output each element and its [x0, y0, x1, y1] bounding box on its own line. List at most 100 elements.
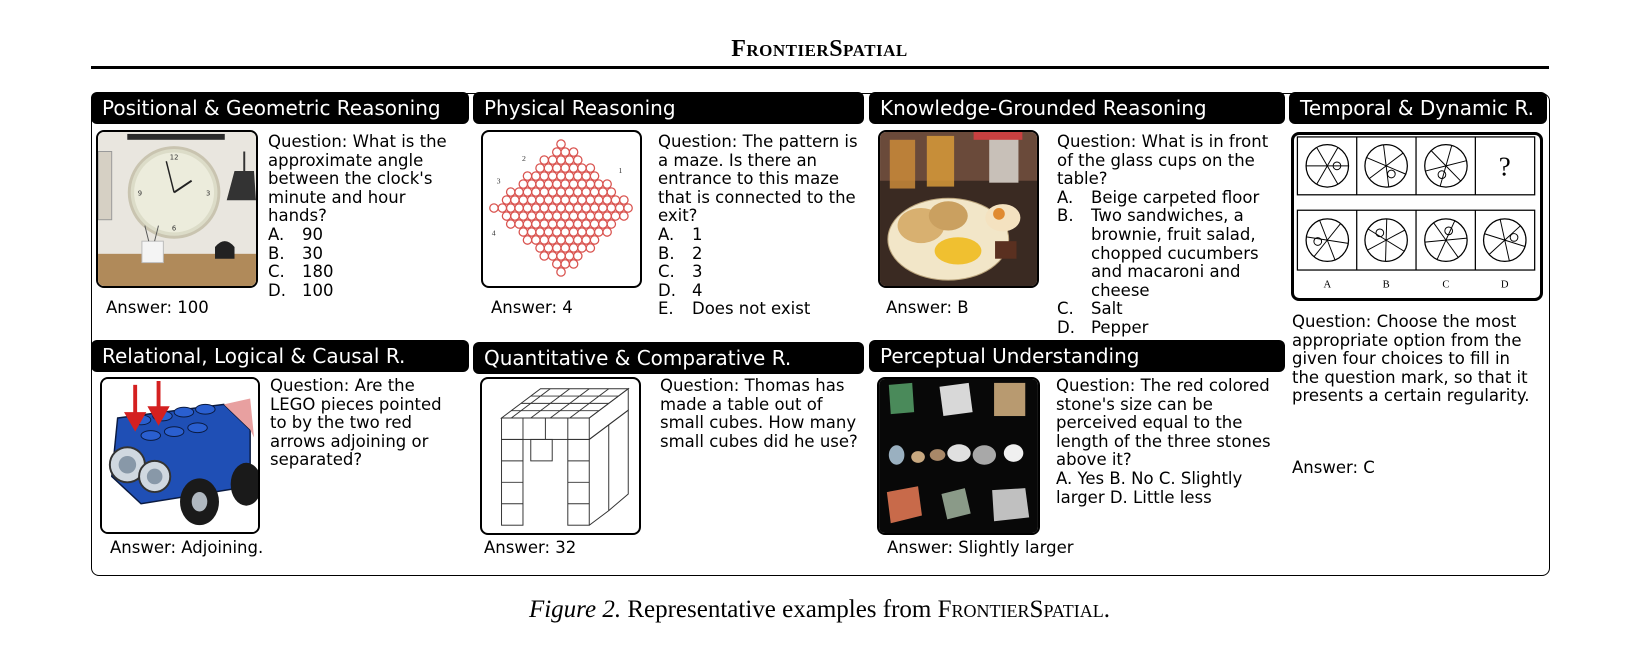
cube-table-image	[480, 377, 641, 535]
pattern-spoke	[1385, 152, 1404, 167]
pattern-dot	[1444, 226, 1454, 236]
positional-option-b: B.30	[268, 243, 323, 263]
maze-cell	[543, 179, 554, 189]
temporal-question: Question: Choose the most appropriate op…	[1292, 312, 1530, 406]
maze-cell	[593, 227, 604, 237]
maze-label-2: 2	[522, 154, 526, 163]
pattern-spoke	[1385, 240, 1387, 262]
pattern-label-a: A	[1323, 279, 1331, 290]
knowledge-answer: Answer: B	[886, 298, 969, 317]
pattern-spoke	[1439, 165, 1447, 187]
maze-cell	[551, 211, 562, 221]
maze-cell	[581, 203, 591, 213]
maze-cell	[610, 195, 621, 205]
pattern-spoke	[1316, 165, 1328, 185]
maze-cell	[560, 147, 571, 157]
maze-cell	[539, 235, 550, 245]
positional-option-d: D.100	[268, 280, 334, 300]
temporal-header: Temporal & Dynamic R.	[1289, 92, 1547, 124]
stones-image	[877, 377, 1040, 535]
maze-cell	[581, 187, 591, 197]
maze-cell	[535, 195, 545, 205]
maze-cell	[560, 259, 571, 269]
pattern-spoke	[1385, 165, 1390, 187]
quantitative-answer: Answer: 32	[484, 538, 577, 557]
maze-cell	[539, 251, 550, 261]
knowledge-question-block: Question: What is in front of the glass …	[1057, 132, 1287, 338]
maze-cell	[539, 155, 550, 165]
maze-cell	[572, 251, 583, 261]
maze-cell	[598, 187, 608, 197]
maze-cell	[547, 155, 558, 165]
maze-cell	[535, 163, 545, 173]
maze-cell	[531, 235, 541, 245]
maze-cell	[606, 187, 617, 197]
lego-image	[100, 377, 260, 534]
pattern-spoke	[1327, 239, 1349, 244]
maze-cell	[602, 179, 612, 189]
maze-cell	[556, 235, 566, 245]
pattern-spoke	[1445, 160, 1467, 167]
pattern-circle	[1305, 218, 1350, 262]
maze-cell	[568, 195, 579, 205]
pattern-circle	[1424, 218, 1468, 262]
maze-cell	[589, 235, 600, 245]
maze-cell	[606, 219, 617, 229]
svg-text:9: 9	[138, 189, 142, 197]
pattern-spoke	[1425, 165, 1447, 172]
maze-cell	[572, 155, 583, 165]
knowledge-header: Knowledge-Grounded Reasoning	[869, 92, 1285, 124]
maze-cell	[572, 187, 583, 197]
maze-cell	[518, 195, 529, 205]
maze-cell	[543, 243, 554, 253]
pattern-dot	[1332, 161, 1342, 171]
physical-option-c: C.3	[658, 262, 703, 282]
maze-cell	[585, 243, 596, 253]
positional-answer: Answer: 100	[106, 298, 209, 317]
maze-cell	[560, 227, 571, 237]
svg-text:12: 12	[170, 153, 179, 161]
pattern-spoke	[1326, 147, 1339, 167]
maze-cell	[535, 243, 545, 253]
pattern-spoke	[1445, 220, 1456, 241]
maze-cell	[531, 171, 541, 181]
maze-cell	[551, 179, 562, 189]
maze-cell	[572, 235, 583, 245]
maze-cell	[568, 147, 579, 157]
maze-cell	[585, 195, 596, 205]
maze-cell	[547, 251, 558, 261]
maze-cell	[589, 219, 600, 229]
svg-text:3: 3	[206, 189, 210, 197]
maze-cell	[547, 203, 558, 213]
relational-question: Question: Are the LEGO pieces pointed to…	[270, 376, 442, 470]
maze-cell	[593, 211, 604, 221]
maze-cell	[547, 235, 558, 245]
maze-cell	[543, 211, 554, 221]
pattern-circle	[1424, 144, 1468, 188]
maze-cell	[522, 219, 533, 229]
maze-cell	[581, 171, 591, 181]
positional-option-c: C.180	[268, 262, 334, 282]
pattern-spoke	[1436, 239, 1447, 260]
maze-cell	[556, 267, 566, 277]
quantitative-question: Question: Thomas has made a table out of…	[660, 376, 858, 451]
maze-cell	[551, 259, 562, 269]
maze-label-4: 4	[492, 228, 496, 237]
maze-cell	[531, 187, 541, 197]
maze-cell	[589, 171, 600, 181]
maze-cell	[556, 251, 566, 261]
knowledge-option-d: D.Pepper	[1057, 317, 1149, 337]
pattern-spoke	[1313, 239, 1328, 257]
maze-cell	[514, 219, 524, 229]
pattern-spoke	[1504, 240, 1510, 261]
perceptual-answer: Answer: Slightly larger	[887, 538, 1074, 557]
physical-answer: Answer: 4	[491, 298, 573, 317]
pattern-spoke	[1445, 239, 1459, 258]
maze-cell	[505, 219, 516, 229]
pattern-grid-image: ? A B C D	[1291, 132, 1543, 301]
knowledge-option-b: B.Two sandwiches, a brownie, fruit salad…	[1057, 206, 1259, 300]
knowledge-question: Question: What is in front of the glass …	[1057, 132, 1269, 189]
maze-cell	[568, 227, 579, 237]
positional-question: Question: What is the approximate angle …	[268, 132, 447, 226]
maze-cell	[606, 203, 617, 213]
